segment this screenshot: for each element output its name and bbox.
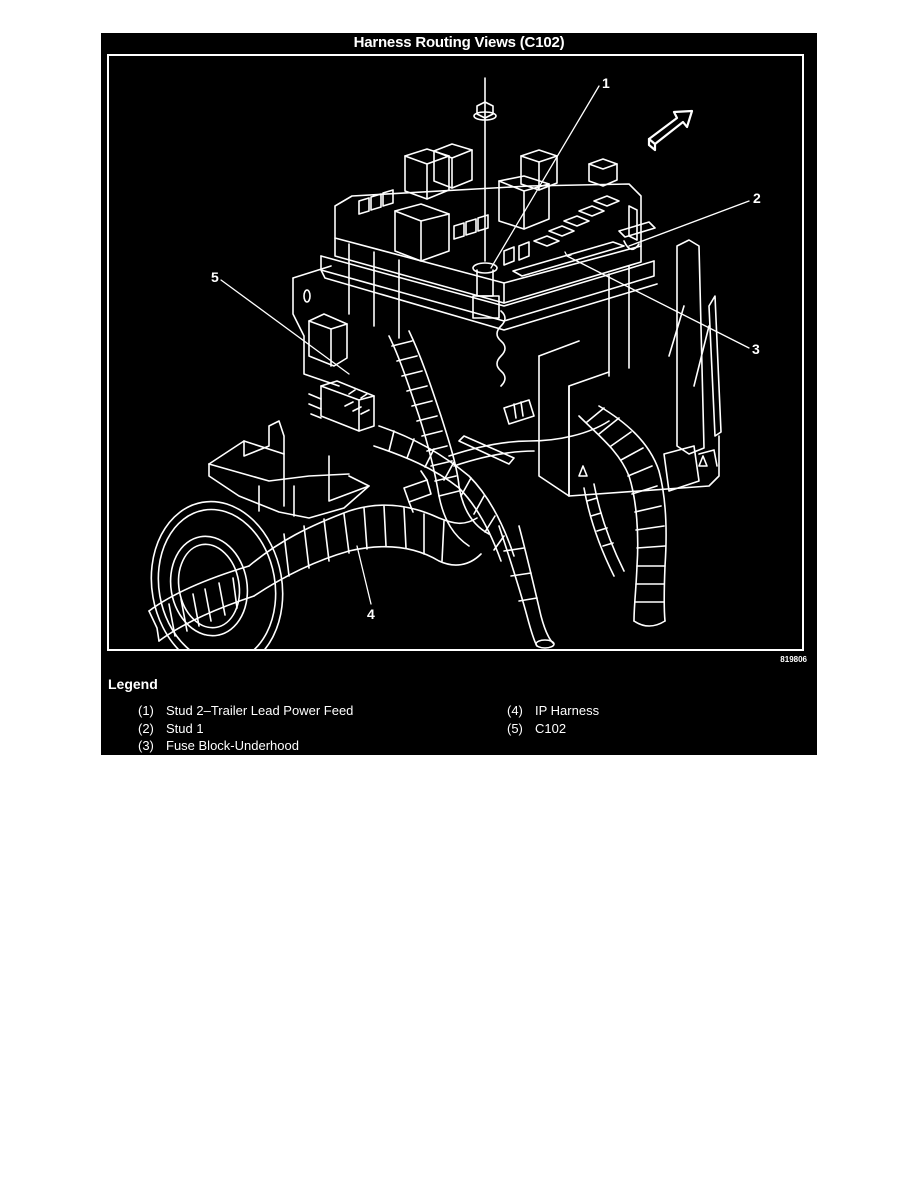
- harness-routing-illustration: 1 2 3 4 5: [148, 75, 761, 649]
- fuse-block-underhood-drawing: [320, 143, 658, 377]
- legend-column-left: (1) Stud 2–Trailer Lead Power Feed (2) Stu…: [138, 702, 353, 755]
- callout-4: 4: [367, 606, 375, 622]
- legend-number: (4): [507, 703, 523, 718]
- legend-item-4: (4) IP Harness: [507, 702, 599, 720]
- callout-2: 2: [753, 190, 761, 206]
- ip-harness-drawing: [148, 330, 610, 649]
- figure-title: Harness Routing Views (C102): [353, 34, 565, 51]
- callout-labels: 1 2 3 4 5: [211, 75, 761, 622]
- legend-number: (5): [507, 720, 523, 736]
- legend-label: C102: [535, 720, 567, 736]
- legend-item-3: (3) Fuse Block-Underhood: [138, 737, 353, 755]
- callout-5: 5: [211, 269, 219, 285]
- mounting-bracket-drawing: [208, 265, 370, 519]
- legend-number: (1): [138, 703, 154, 718]
- callout-leaders: [220, 85, 750, 605]
- legend-label: Fuse Block-Underhood: [166, 738, 299, 753]
- right-bracket-drawing: [458, 239, 722, 627]
- callout-3: 3: [752, 341, 760, 357]
- legend-number: (3): [138, 738, 154, 753]
- legend-title: Legend: [108, 676, 158, 692]
- legend-label: Stud 2–Trailer Lead Power Feed: [166, 703, 354, 718]
- figure-panel: Harness Routing Views (C102): [101, 33, 817, 755]
- figure-id: 819806: [780, 655, 807, 664]
- callout-1: 1: [602, 75, 610, 91]
- legend-label: IP Harness: [535, 703, 600, 718]
- legend-item-5: (5) C102: [507, 720, 599, 738]
- legend-item-1: (1) Stud 2–Trailer Lead Power Feed: [138, 702, 353, 720]
- illustration-frame: 1 2 3 4 5: [107, 54, 804, 651]
- front-direction-arrow-icon: [647, 109, 694, 152]
- stud-2-drawing: [472, 77, 500, 319]
- legend-number: (2): [138, 720, 154, 736]
- legend-label: Stud 1: [166, 720, 204, 736]
- c102-connector-drawing: [308, 380, 375, 432]
- stud-1-drawing: [618, 205, 656, 251]
- legend-item-2: (2) Stud 1: [138, 720, 353, 738]
- legend-column-right: (4) IP Harness (5) C102: [507, 702, 599, 737]
